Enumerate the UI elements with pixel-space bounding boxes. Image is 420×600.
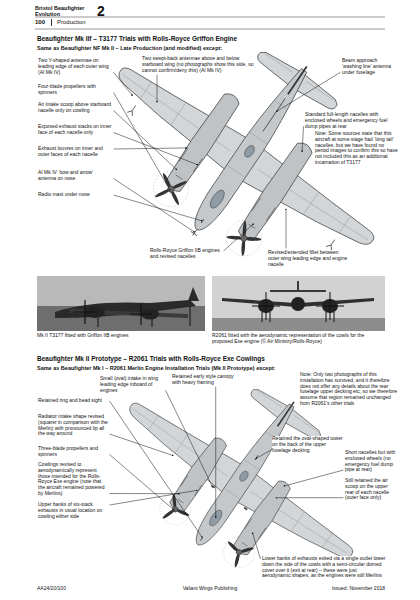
aircraft-plan-exe-part [200,455,258,540]
leader-line [114,133,198,165]
callout-text: Retained ring and bead sight [38,398,108,404]
photo-griffon-part [73,300,152,325]
section-subtitle: Same as Beaufighter Mk I – R2061 Merlin … [37,365,382,371]
photo-griffon-part [55,300,196,318]
leader-line [110,493,180,494]
section-title: Beaufighter Mk II Prototype – R2061 Tria… [37,355,382,362]
callout-text: Standard full-length nacelles with enclo… [305,112,398,129]
callout-text: Short nacelles but with enclosed wheels … [345,450,398,473]
header-block: Bristol Beaufighter Evolution 2 [35,3,105,19]
callout-text: Retained the oval-shaped tower on the ba… [272,436,344,453]
callout-text: Rolls-Royce Griffon IIB engines and revi… [150,248,222,260]
photo-griffon-part [188,287,199,301]
callout-text: Cowlings revised to aerodynamically repr… [38,462,108,497]
leader-lines [110,72,344,559]
photo-frame: R2061 fitted with the aerodynamic repres… [212,276,385,345]
callout-text: Exposed exhaust stacks on inner face of … [38,124,112,136]
header-rule-part [35,17,385,18]
leader-line [302,126,303,152]
footer-text: Valiant Wings Publishing [160,586,260,592]
callout-text: Three-blade propellers and spinners [38,446,108,458]
footer-text: Issued: November 2018 [285,586,385,592]
callout-text: Upper banks of six-stack exhausts in usu… [38,502,108,519]
aircraft-plan-griffon-part [95,51,248,213]
photo-exe-part [270,281,326,292]
leader-line [110,455,175,511]
leader-line [110,434,174,456]
note-text: Note: Only two photographs of this insta… [300,372,399,407]
leader-line [156,75,157,103]
aircraft-plan-griffon-part [189,96,288,238]
chapter-number: 2 [97,3,105,19]
leader-line [114,93,171,191]
photo-griffon-part [37,276,205,331]
photo-exe-part [291,297,305,311]
callout-text: Radio mast under nose [38,192,112,198]
note-text: Note: Some sources state that this aircr… [315,131,399,166]
leader-line [114,179,195,233]
leader-line [166,390,213,487]
leader-line [110,490,198,505]
section-title: Beaufighter Mk IIf – T3177 Trials with R… [37,35,382,42]
chapter-name: Production [51,19,86,26]
leader-line [114,195,203,221]
page-band: 100 Production [35,19,86,26]
photo-exe-part [212,318,385,331]
callout-text: Two Y-shaped antennae on leading edge of… [38,58,112,75]
callout-text: AI Mk IV ‘bow and arrow’ antenna on nose [38,170,112,182]
leader-line [276,497,344,498]
callout-text: Revised/extended fillet between outer wi… [268,250,350,267]
leader-line [285,209,286,249]
callout-text: Two swept-back antennae above and below … [142,56,254,73]
callout-text: Four-blade propellers with spinners [38,84,112,96]
leader-line [276,72,340,111]
leader-line [110,401,203,538]
leader-line [114,72,133,95]
callout-text: Air intake scoop above starboard nacelle… [38,102,112,114]
aircraft-plan-exe-part [154,431,240,534]
leader-line [114,111,178,171]
callout-text: Small (oval) intake in wing leading edge… [100,376,164,393]
callout-text: Exhaust louvres on inner and outer faces… [38,146,112,158]
photo-exe-part [252,292,344,320]
photo-griffon-part [98,306,190,327]
page-number: 100 [35,19,45,26]
leader-line [215,387,216,518]
photo-caption: R2061 fitted with the aerodynamic repres… [212,333,385,345]
book-title: Bristol Beaufighter Evolution [35,5,91,18]
photo-exe [212,276,385,331]
photo-exe-part [212,276,385,331]
callout-text: Lower banks of exhausts exited via a sin… [262,556,386,579]
leader-line [114,148,188,149]
callout-text: Still retained the air scoop on the uppe… [345,478,398,501]
leader-line [284,470,344,486]
callout-text: Retained early style canopy with heavy f… [172,374,234,386]
leader-line [252,533,260,559]
header-rule-part [35,29,385,30]
header-rule [35,17,385,29]
section-subtitle: Same as Beaufighter NF Mk II – Late Prod… [37,45,382,51]
photo-griffon [37,276,205,331]
callout-text: Beam approach ‘washing line’ antenna und… [342,58,398,75]
photo-caption: Mk II T3177 fitted with Griffon IIB engi… [37,333,205,339]
callout-text: Radiator intake shape revised (squarer i… [38,414,108,437]
leader-line [256,450,271,459]
leader-line [224,224,254,251]
photo-exe-part [262,312,334,322]
photo-frame: Mk II T3177 fitted with Griffon IIB engi… [37,276,205,339]
footer-text: AA24/20/100 [37,586,137,592]
